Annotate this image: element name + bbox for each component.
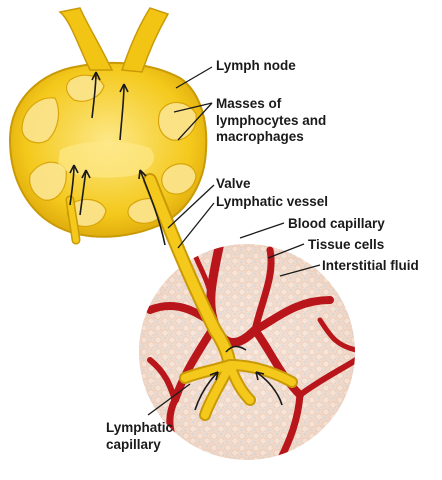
label-lymphatic-capillary: Lymphatic capillary: [106, 420, 173, 453]
label-masses-line2: lymphocytes and: [216, 112, 327, 128]
lymph-node: [8, 61, 208, 238]
lymphatic-capillaries: [179, 359, 298, 421]
label-valve: Valve: [216, 176, 251, 193]
label-interstitial-fluid-text: Interstitial fluid: [322, 258, 419, 273]
efferent-vessels: [58, 7, 170, 73]
label-lymphatic-vessel-text: Lymphatic vessel: [216, 194, 329, 209]
label-blood-capillary: Blood capillary: [288, 216, 385, 233]
label-blood-capillary-text: Blood capillary: [288, 216, 385, 231]
label-tissue-cells: Tissue cells: [308, 237, 384, 254]
label-lymph-node: Lymph node: [216, 58, 296, 75]
label-lymphatic-capillary-line1: Lymphatic: [106, 420, 174, 435]
label-masses-line3: macrophages: [216, 129, 304, 144]
label-interstitial-fluid: Interstitial fluid: [322, 258, 419, 275]
label-masses: Masses of lymphocytes and macrophages: [216, 96, 326, 146]
label-valve-text: Valve: [216, 176, 251, 191]
label-lymphatic-capillary-line2: capillary: [106, 436, 161, 452]
label-lymphatic-vessel: Lymphatic vessel: [216, 194, 328, 211]
flow-arrows: [69, 71, 283, 411]
label-tissue-cells-text: Tissue cells: [308, 237, 385, 252]
leader-lines: [147, 66, 321, 416]
label-lymph-node-text: Lymph node: [216, 58, 296, 73]
label-masses-line1: Masses of: [216, 96, 282, 111]
